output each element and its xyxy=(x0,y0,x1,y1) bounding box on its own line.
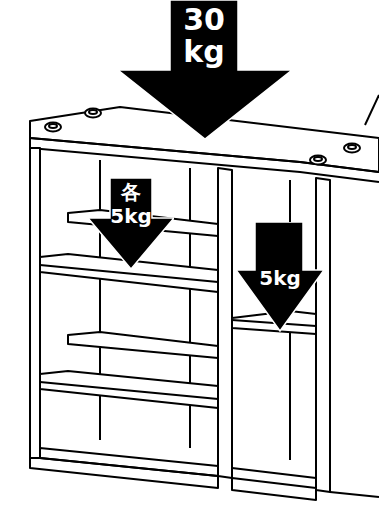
right-panel xyxy=(316,178,330,492)
left-panel xyxy=(30,148,40,458)
bottom-edge xyxy=(330,492,379,497)
back-line xyxy=(99,160,101,440)
load-arrow: 30 kg xyxy=(118,0,292,140)
load-label: 各 5kg xyxy=(106,180,156,228)
top-corner xyxy=(29,138,31,148)
top-edge xyxy=(30,138,379,172)
arrow-fill xyxy=(118,0,292,139)
load-arrow: 5kg xyxy=(236,222,324,332)
plinth xyxy=(232,478,316,500)
bottom-board xyxy=(232,468,316,478)
leader xyxy=(365,95,379,125)
plinth xyxy=(30,458,218,488)
load-label: 30 kg xyxy=(170,4,238,68)
load-arrow: 各 5kg xyxy=(88,178,174,270)
top-front xyxy=(30,148,379,182)
arrow-fill xyxy=(236,222,324,331)
arrow-fill xyxy=(88,178,174,269)
divider xyxy=(218,168,232,478)
load-label: 5kg xyxy=(250,266,310,290)
bottom-edge xyxy=(30,458,218,476)
